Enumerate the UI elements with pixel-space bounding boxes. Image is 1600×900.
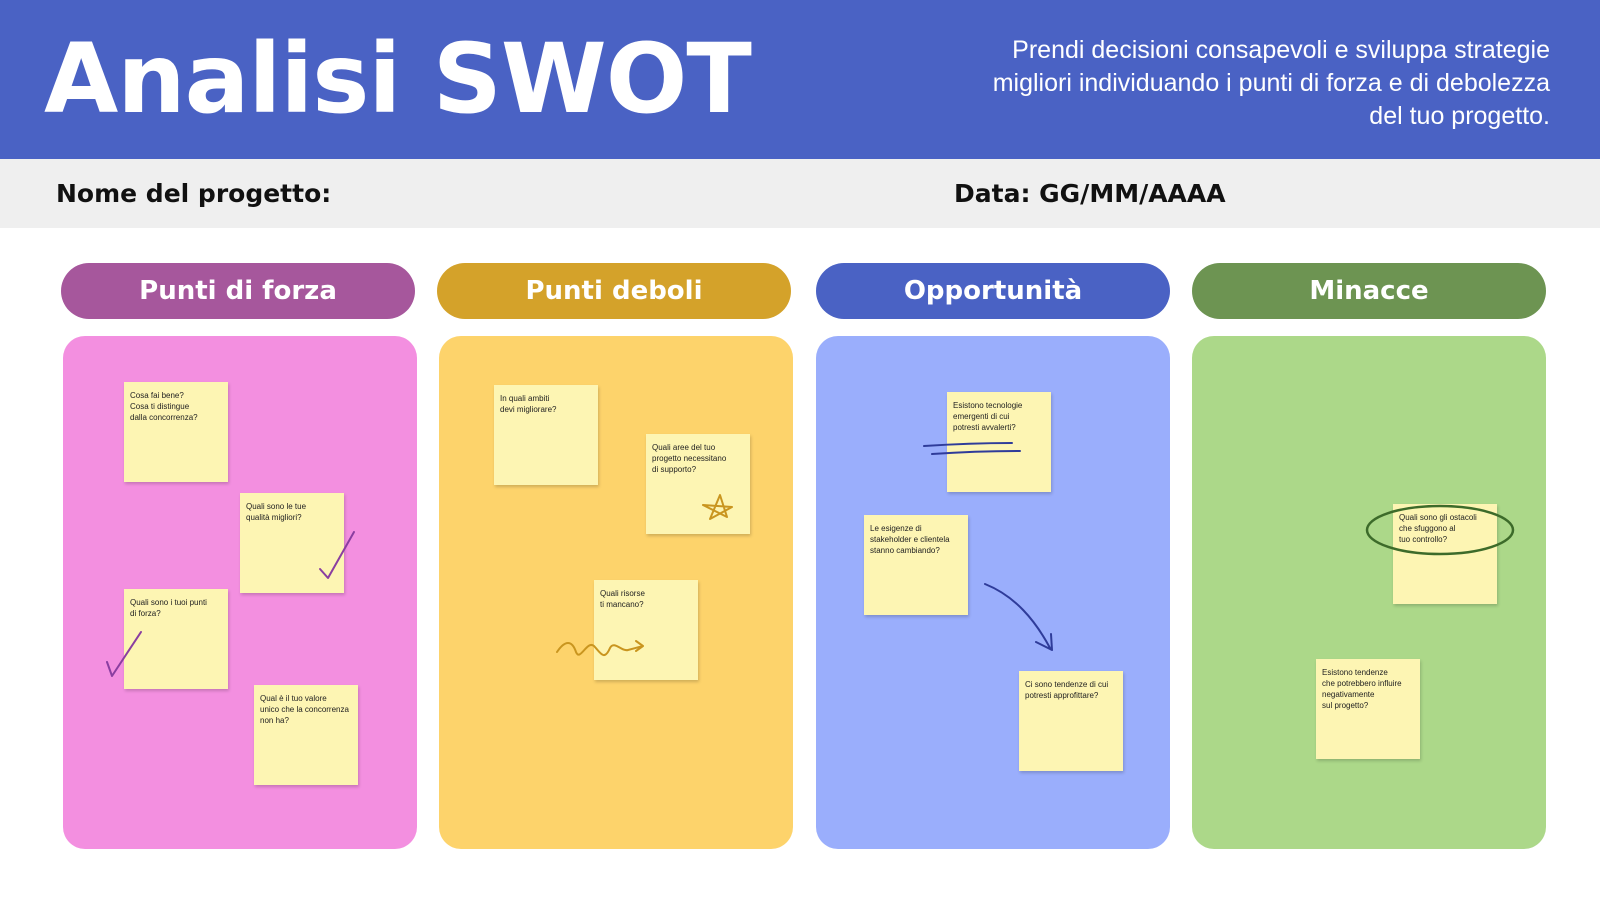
- sticky-note[interactable]: In quali ambiti devi migliorare?: [494, 385, 598, 485]
- project-name-label[interactable]: Nome del progetto:: [56, 179, 332, 208]
- sticky-note[interactable]: Esistono tecnologie emergenti di cui pot…: [947, 392, 1051, 492]
- info-bar: Nome del progetto: Data: GG/MM/AAAA: [0, 159, 1600, 228]
- sticky-note[interactable]: Ci sono tendenze di cui potresti approfi…: [1019, 671, 1123, 771]
- page-subtitle: Prendi decisioni consapevoli e sviluppa …: [992, 36, 1550, 130]
- column-header-strengths: Punti di forza: [61, 263, 415, 319]
- column-header-weaknesses: Punti deboli: [437, 263, 791, 319]
- header-banner: Analisi SWOT Prendi decisioni consapevol…: [0, 0, 1600, 159]
- date-label[interactable]: Data: GG/MM/AAAA: [954, 179, 1226, 208]
- sticky-note[interactable]: Quali aree del tuo progetto necessitano …: [646, 434, 750, 534]
- sticky-note[interactable]: Cosa fai bene? Cosa ti distingue dalla c…: [124, 382, 228, 482]
- sticky-note[interactable]: Quali sono i tuoi punti di forza?: [124, 589, 228, 689]
- page-title: Analisi SWOT: [44, 23, 752, 135]
- sticky-note[interactable]: Quali sono le tue qualità migliori?: [240, 493, 344, 593]
- sticky-note[interactable]: Le esigenze di stakeholder e clientela s…: [864, 515, 968, 615]
- sticky-note[interactable]: Qual è il tuo valore unico che la concor…: [254, 685, 358, 785]
- column-header-opportunities: Opportunità: [816, 263, 1170, 319]
- sticky-note[interactable]: Quali sono gli ostacoli che sfuggono al …: [1393, 504, 1497, 604]
- sticky-note[interactable]: Esistono tendenze che potrebbero influir…: [1316, 659, 1420, 759]
- column-header-threats: Minacce: [1192, 263, 1546, 319]
- sticky-note[interactable]: Quali risorse ti mancano?: [594, 580, 698, 680]
